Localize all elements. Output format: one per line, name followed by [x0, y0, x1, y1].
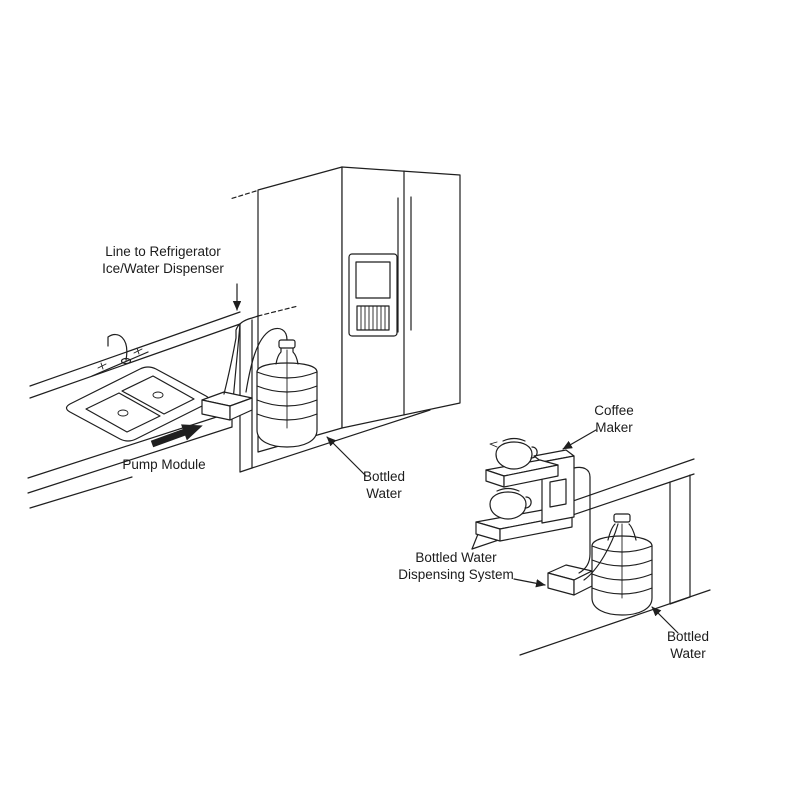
upper-carafe: [489, 437, 538, 470]
bottled-water-right-leader: [651, 606, 679, 634]
coffee-maker-panel: [549, 478, 567, 508]
faucet-deck: [91, 351, 149, 377]
counter-leg: [669, 474, 691, 605]
refrigerator-front: [341, 166, 461, 429]
annotations-left: [150, 283, 367, 477]
coffee-maker-illustration: [475, 437, 575, 542]
counter-left-end: [471, 533, 479, 550]
label-pump-module: Pump Module: [122, 457, 206, 472]
lower-carafe: [489, 487, 532, 520]
water-bottle-right-illustration: [591, 513, 653, 616]
sink-basin-left: [85, 392, 161, 433]
label-line-to-refrigerator: Line to Refrigerator Ice/Water Dispenser: [102, 244, 224, 276]
dispensing-system-illustration: [547, 564, 593, 596]
counter-back-edge: [29, 323, 241, 399]
bottle-cap: [613, 513, 631, 523]
hidden-wall-line: [229, 190, 257, 200]
sink-basin-right: [121, 375, 195, 415]
floor-line-left: [29, 476, 133, 509]
annotations-right: [513, 429, 679, 634]
label-dispensing-system: Bottled Water Dispensing System: [398, 550, 514, 582]
bottle-neck: [607, 523, 637, 541]
ice-water-dispenser-recess: [348, 253, 398, 337]
pump-module-illustration: [201, 391, 253, 421]
tubing-right: [573, 466, 619, 581]
faucet-handle-right: [133, 347, 143, 355]
tube-bottle-to-pump: [245, 327, 288, 393]
faucet-base: [120, 357, 132, 365]
backsplash-edge: [29, 311, 241, 387]
coffee-maker-leader: [562, 429, 597, 450]
carafe-handle: [530, 446, 538, 459]
bottle-cap: [278, 339, 296, 349]
label-bottled-water-left: Bottled Water: [362, 469, 406, 501]
label-bottled-water-right: Bottled Water: [666, 629, 710, 661]
tubing-left: [223, 305, 299, 395]
tube-pump-to-wall: [223, 315, 259, 395]
coffee-maker-shelf-side: [503, 464, 559, 488]
tube-coffee-maker-to-pump: [573, 466, 591, 574]
faucet-handle-left: [97, 362, 107, 370]
tube-pump-to-bottle: [583, 523, 619, 581]
pump-module-arrow: [150, 424, 203, 448]
water-bottle-left-illustration: [256, 339, 318, 448]
sink-drain-right: [152, 391, 164, 399]
sink-drain-left: [117, 409, 129, 417]
faucet-illustration: [91, 333, 149, 377]
faucet-spout: [107, 333, 128, 361]
tube-hidden-behind-refrigerator: [257, 305, 299, 317]
bottled-water-left-leader: [326, 436, 367, 477]
floor-line-right: [519, 589, 711, 656]
counter-front-edge: [27, 411, 233, 479]
cabinet-floor-line: [251, 409, 431, 469]
label-coffee-maker: Coffee Maker: [594, 403, 634, 435]
bottle-neck: [275, 346, 299, 365]
dispensing-system-arrow: [513, 578, 546, 588]
counter-front-face: [27, 426, 233, 494]
carafe-handle: [524, 496, 532, 509]
